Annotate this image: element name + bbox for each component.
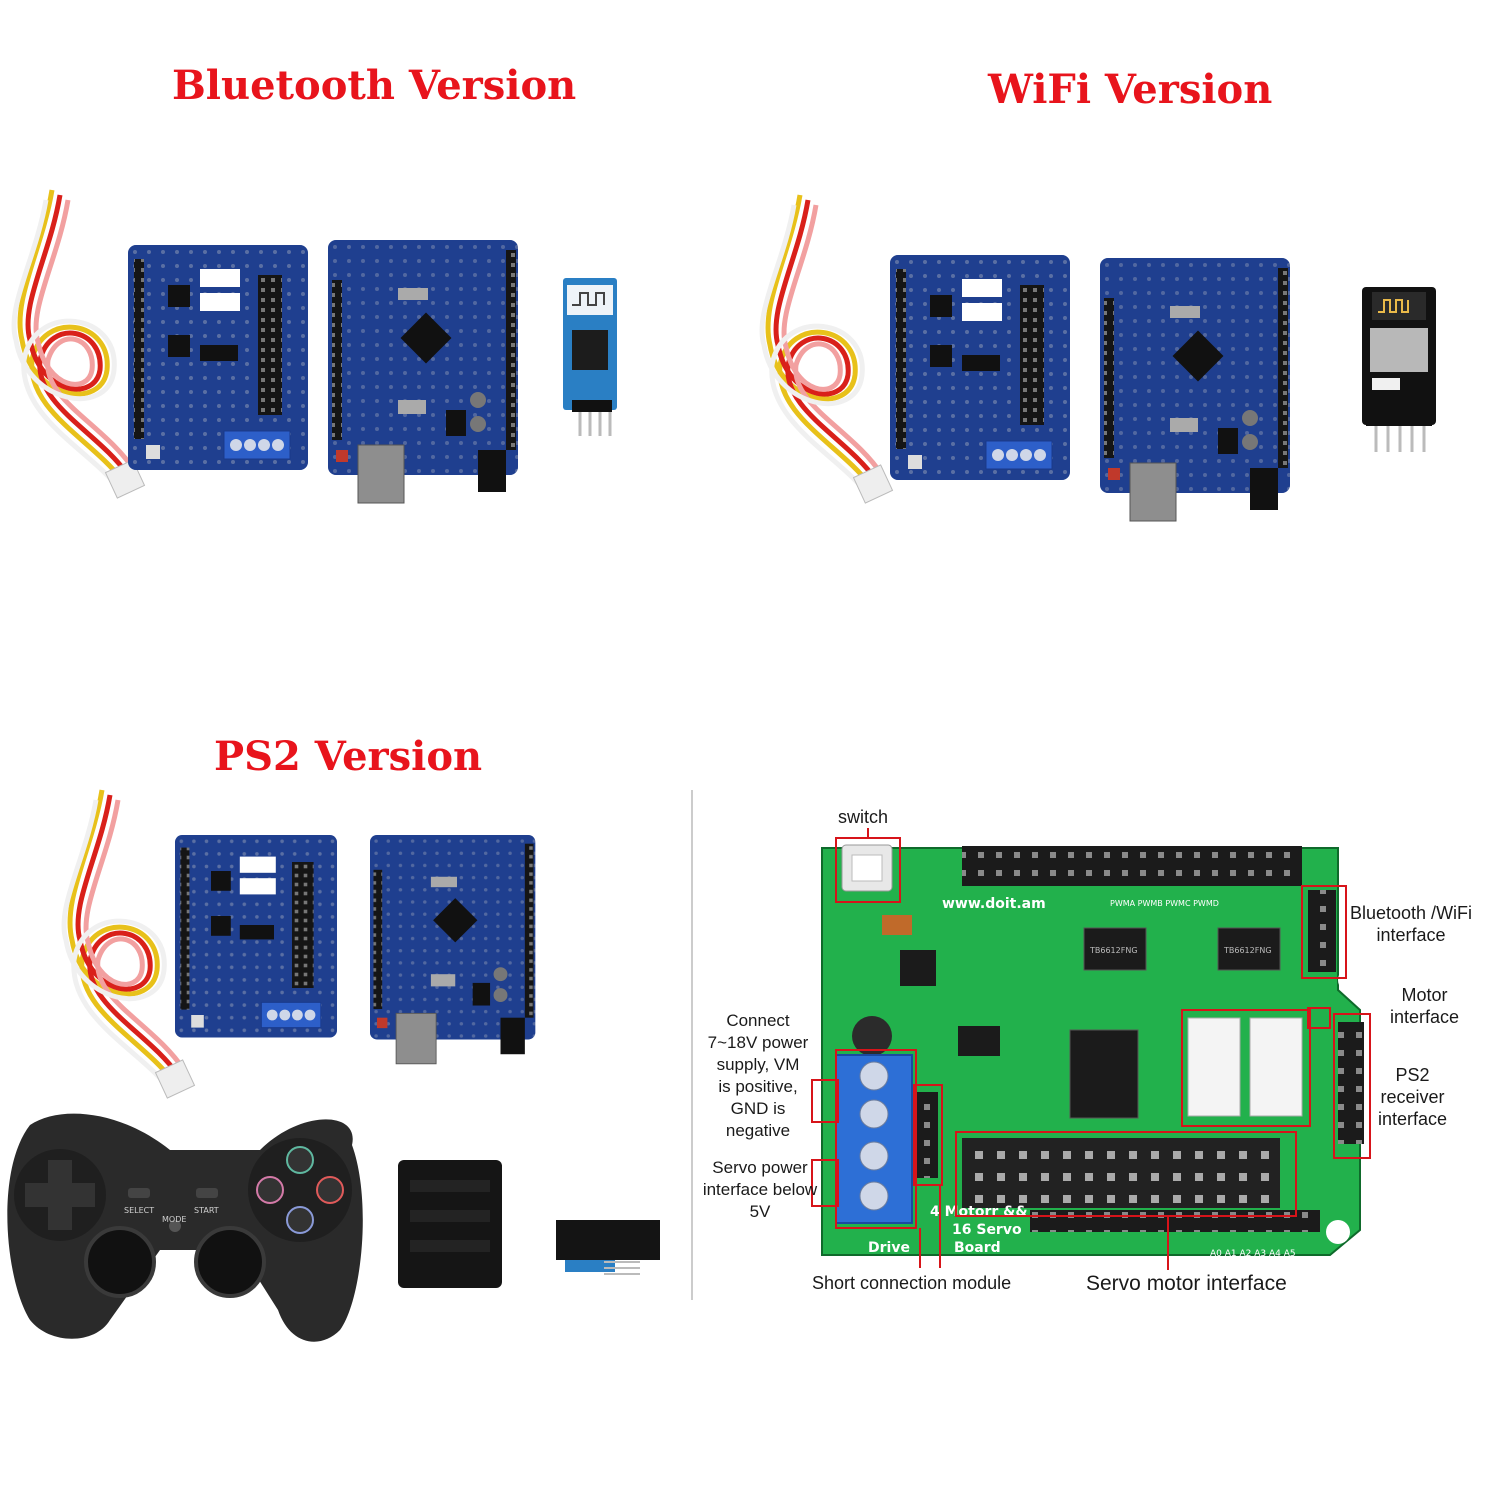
bluetooth-version-title: Bluetooth Version <box>172 62 577 109</box>
board-title-line: Board <box>954 1240 1001 1256</box>
callout-line: Bluetooth /WiFi <box>1350 903 1473 923</box>
motor-shield-board <box>174 834 338 1038</box>
servo-motor-interface-callout: Servo motor interface <box>1086 1272 1287 1295</box>
callout-line: 5V <box>749 1202 771 1221</box>
wire-bundle <box>14 190 145 498</box>
wire-bundle <box>762 195 893 503</box>
board-title-line: 16 Servo <box>952 1222 1022 1238</box>
uno-board <box>369 834 536 1065</box>
board-site-text: www.doit.am <box>942 896 1046 912</box>
select-label: SELECT <box>124 1206 154 1215</box>
motor-shield-board <box>127 244 309 471</box>
callout-line: supply, VM <box>716 1055 800 1074</box>
callout-line: interface below <box>702 1180 818 1199</box>
ps2-adapter-board <box>556 1220 660 1275</box>
power-supply-callout: Connect 7~18V power supply, VM is positi… <box>698 1010 818 1142</box>
pwm-silkscreen: PWMA PWMB PWMC PWMD <box>1110 899 1219 908</box>
wire-bundle <box>64 790 195 1098</box>
callout-line: GND is <box>730 1099 786 1118</box>
ps2-receiver-interface-callout: PS2 receiver interface <box>1378 1064 1447 1130</box>
callout-line: interface <box>1378 1109 1448 1129</box>
ps2-receiver <box>398 1160 502 1288</box>
callout-line: Connect <box>726 1011 790 1030</box>
motor-shield-board <box>889 254 1071 481</box>
callout-line: PS2 <box>1395 1065 1430 1085</box>
chip-label: TB6612FNG <box>1223 946 1272 955</box>
uno-board <box>327 239 519 504</box>
callout-line: interface <box>1390 1007 1460 1027</box>
callout-line: negative <box>725 1121 791 1140</box>
callout-markers <box>811 828 1371 1270</box>
start-label: START <box>194 1206 219 1215</box>
short-connection-callout: Short connection module <box>812 1273 1012 1293</box>
motor-interface-callout: Motor interface <box>1390 984 1459 1028</box>
uno-board <box>1099 257 1291 522</box>
analog-silkscreen: A0 A1 A2 A3 A4 A5 <box>1210 1249 1296 1259</box>
switch-callout: switch <box>838 807 889 827</box>
callout-line: is positive, <box>718 1077 798 1096</box>
callout-line: 7~18V power <box>707 1033 809 1052</box>
servo-power-callout: Servo power interface below 5V <box>694 1157 826 1223</box>
board-title-line: 4 Motorr && <box>930 1204 1028 1220</box>
callout-line: receiver <box>1380 1087 1445 1107</box>
mode-label: MODE <box>162 1215 186 1224</box>
green-board: www.doit.am TB6612FNG TB6612FNG PWMA PWM… <box>821 844 1364 1259</box>
callout-line: Servo power <box>712 1158 808 1177</box>
ps2-controller: SELECT START MODE <box>7 1113 363 1342</box>
callout-line: Motor <box>1401 985 1448 1005</box>
wifi-module <box>1362 287 1436 452</box>
wifi-version-title: WiFi Version <box>988 66 1273 113</box>
ps2-version-title: PS2 Version <box>214 733 483 780</box>
bt-wifi-interface-callout: Bluetooth /WiFi interface <box>1350 902 1472 946</box>
chip-label: TB6612FNG <box>1089 946 1138 955</box>
bluetooth-module <box>563 278 617 436</box>
drive-label: Drive <box>868 1240 910 1256</box>
callout-line: interface <box>1376 925 1446 945</box>
